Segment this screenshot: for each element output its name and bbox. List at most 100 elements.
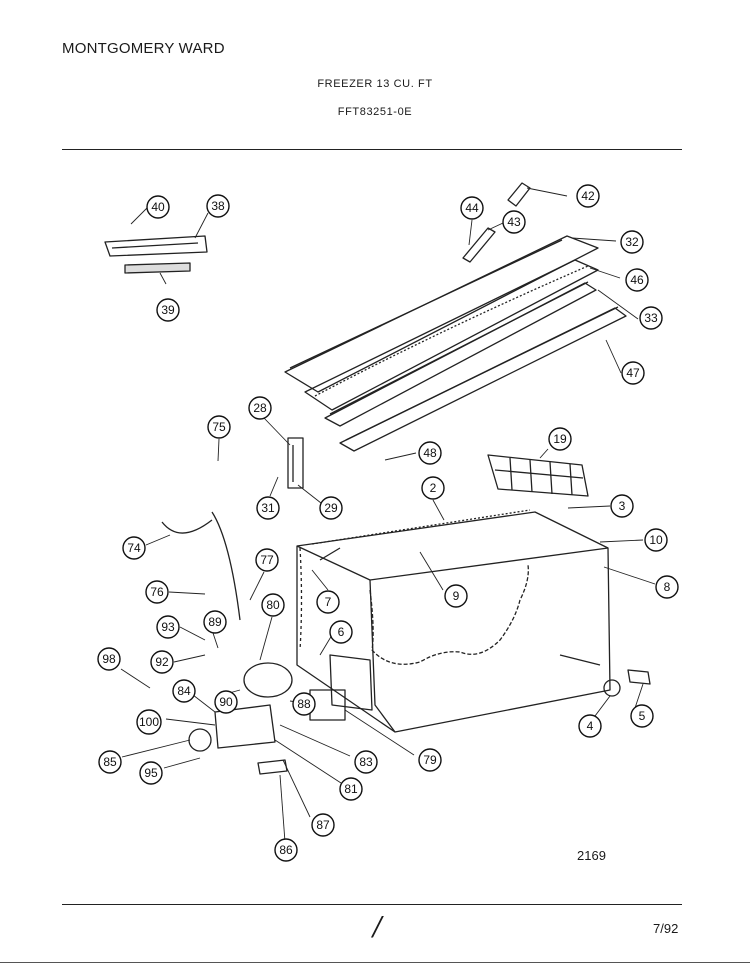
page-mark: / [373,912,382,942]
callout-90: 90 [214,690,238,714]
callout-label: 4 [587,719,594,733]
callout-label: 95 [144,766,158,780]
thermostat-knob-part [188,728,212,752]
callout-79: 79 [418,748,442,772]
callout-85: 85 [98,750,122,774]
callout-label: 76 [150,585,164,599]
leader-lines [120,187,656,843]
callout-label: 89 [208,615,222,629]
callout-label: 79 [423,753,437,767]
callout-9: 9 [444,584,468,608]
callout-label: 88 [297,697,311,711]
callout-label: 8 [664,580,671,594]
base-bracket-part [257,759,288,775]
callout-label: 80 [266,598,280,612]
callout-76: 76 [145,580,169,604]
callout-77: 77 [255,548,279,572]
manufacturer-brand: MONTGOMERY WARD [62,40,225,57]
inner-liner-edge [369,564,529,665]
callout-label: 6 [338,625,345,639]
callout-label: 87 [316,818,330,832]
callout-5: 5 [630,704,654,728]
callout-83: 83 [354,750,378,774]
hinge-part [462,227,496,263]
callout-label: 86 [279,843,293,857]
callout-label: 38 [211,199,225,213]
callout-label: 40 [151,200,165,214]
figure-code: 2169 [577,848,606,863]
callout-87: 87 [311,813,335,837]
callout-75: 75 [207,415,231,439]
model-number: FFT83251-0E [337,106,413,118]
footer-rule [62,904,682,905]
callout-3: 3 [610,494,634,518]
callout-label: 90 [219,695,233,709]
callout-label: 10 [649,533,663,547]
callout-label: 31 [261,501,275,515]
callout-label: 42 [581,189,595,203]
callout-98: 98 [97,647,121,671]
callout-label: 28 [253,401,267,415]
callout-label: 29 [324,501,338,515]
compressor-part [243,662,293,698]
callout-label: 74 [127,541,141,555]
callout-label: 9 [453,589,460,603]
callout-label: 77 [260,553,274,567]
callout-label: 83 [359,755,373,769]
diagram-title: FREEZER 13 CU. FT [317,78,433,90]
callout-label: 46 [630,273,644,287]
callout-label: 32 [625,235,639,249]
callout-92: 92 [150,650,174,674]
revision-date: 7/92 [653,921,679,936]
callout-label: 48 [423,446,437,460]
callout-label: 3 [619,499,626,513]
callout-label: 100 [139,715,159,729]
callout-39: 39 [156,298,180,322]
callout-80: 80 [261,593,285,617]
gasket-part [324,282,597,427]
callout-label: 39 [161,303,175,317]
callout-46: 46 [625,268,649,292]
callout-40: 40 [146,195,170,219]
callout-label: 7 [325,595,332,609]
hinge-cap-part [507,182,531,207]
callout-label: 19 [553,432,567,446]
callout-label: 47 [626,366,640,380]
callout-label: 44 [465,201,479,215]
callout-label: 85 [103,755,117,769]
drain-cap-part [603,679,621,697]
power-cord-part [161,519,213,534]
callout-19: 19 [548,427,572,451]
callout-label: 75 [212,420,226,434]
freezer-drawing [104,182,651,775]
callout-47: 47 [621,361,645,385]
control-panel-part [214,704,276,749]
callout-74: 74 [122,536,146,560]
callout-29: 29 [319,496,343,520]
callout-81: 81 [339,777,363,801]
callout-label: 93 [161,620,175,634]
callout-43: 43 [502,210,526,234]
callout-6: 6 [329,620,353,644]
basket-part [487,454,589,497]
lid-inner-liner-part [339,307,627,452]
cabinet-outline [296,511,611,733]
page-bottom-rule [0,962,750,963]
callout-38: 38 [206,194,230,218]
callout-4: 4 [578,714,602,738]
header-rule [62,149,682,150]
lid-liner-part [304,259,599,411]
drain-tube-part [559,654,601,666]
callout-label: 84 [177,684,191,698]
callout-31: 31 [256,496,280,520]
callout-label: 92 [155,655,169,669]
callout-label: 81 [344,782,358,796]
callout-label: 2 [430,481,437,495]
handle-part [104,235,208,257]
callout-28: 28 [248,396,272,420]
callout-88: 88 [292,692,316,716]
callout-2: 2 [421,476,445,500]
handle-insert-part [124,262,191,274]
callout-42: 42 [576,184,600,208]
